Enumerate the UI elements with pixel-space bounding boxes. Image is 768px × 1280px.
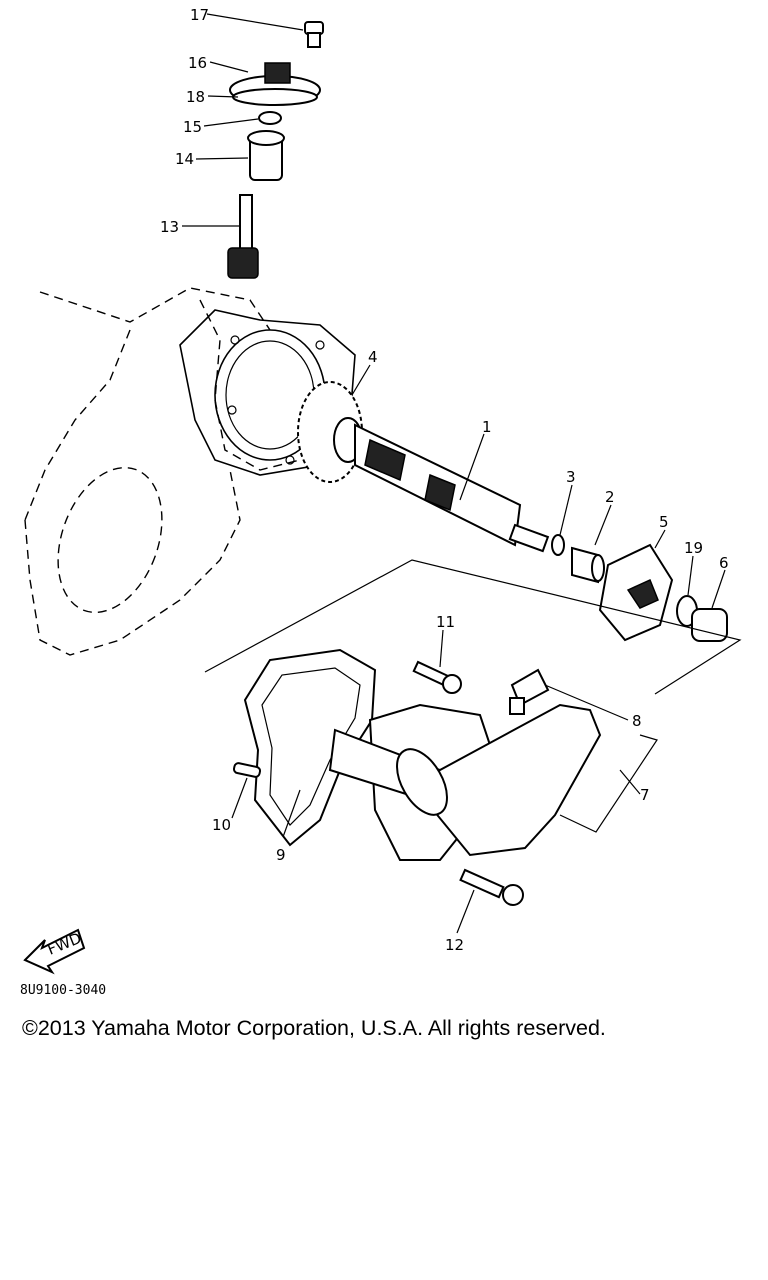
callout-6: 6 [719,554,729,572]
callout-7: 7 [640,786,650,804]
diagram-code: 8U9100-3040 [20,983,107,998]
water-pump-parts-diagram: FWD 17 16 18 15 14 13 4 1 3 2 5 19 [23,6,742,975]
callout-3: 3 [566,468,576,486]
part-9-gasket [243,648,377,847]
assembly-boundary [204,559,742,695]
part-8-fitting [509,668,550,715]
copyright-notice: ©2013 Yamaha Motor Corporation, U.S.A. A… [22,1016,606,1040]
part-12-bolt [459,868,524,906]
callout-9: 9 [276,846,286,864]
hose-boundary [559,734,658,833]
callout-13: 13 [160,218,179,236]
callout-12: 12 [445,936,464,954]
callout-14: 14 [175,150,194,168]
part-10-dowel-pin [232,762,262,778]
callout-4: 4 [368,348,378,366]
leader-lines [182,13,726,934]
callout-11: 11 [436,613,455,631]
callout-19: 19 [684,539,703,557]
callout-15: 15 [183,118,202,136]
part-15-seal [258,111,282,125]
part-13-drive-shaft [227,194,259,279]
callout-10: 10 [212,816,231,834]
part-6-nut [691,608,728,642]
fwd-arrow-icon: FWD [23,928,86,975]
callout-numbers: 17 16 18 15 14 13 4 1 3 2 5 19 6 11 8 7 … [160,6,729,954]
callout-2: 2 [605,488,615,506]
callout-1: 1 [482,418,492,436]
callout-18: 18 [186,88,205,106]
part-7-hose [328,703,602,857]
part-2-collar [571,546,605,584]
part-17-bolt [304,21,324,48]
part-16-cap [229,62,321,106]
callout-5: 5 [659,513,669,531]
callout-16: 16 [188,54,207,72]
part-1-impeller-shaft [354,423,550,553]
callout-17: 17 [190,6,209,24]
engine-case-outline [24,287,301,656]
part-3-circlip [551,534,565,556]
part-5-impeller [598,543,674,642]
part-11-bolt [412,660,462,694]
part-4-gear [297,381,363,483]
callout-8: 8 [632,712,642,730]
part-14-sleeve [247,130,285,181]
